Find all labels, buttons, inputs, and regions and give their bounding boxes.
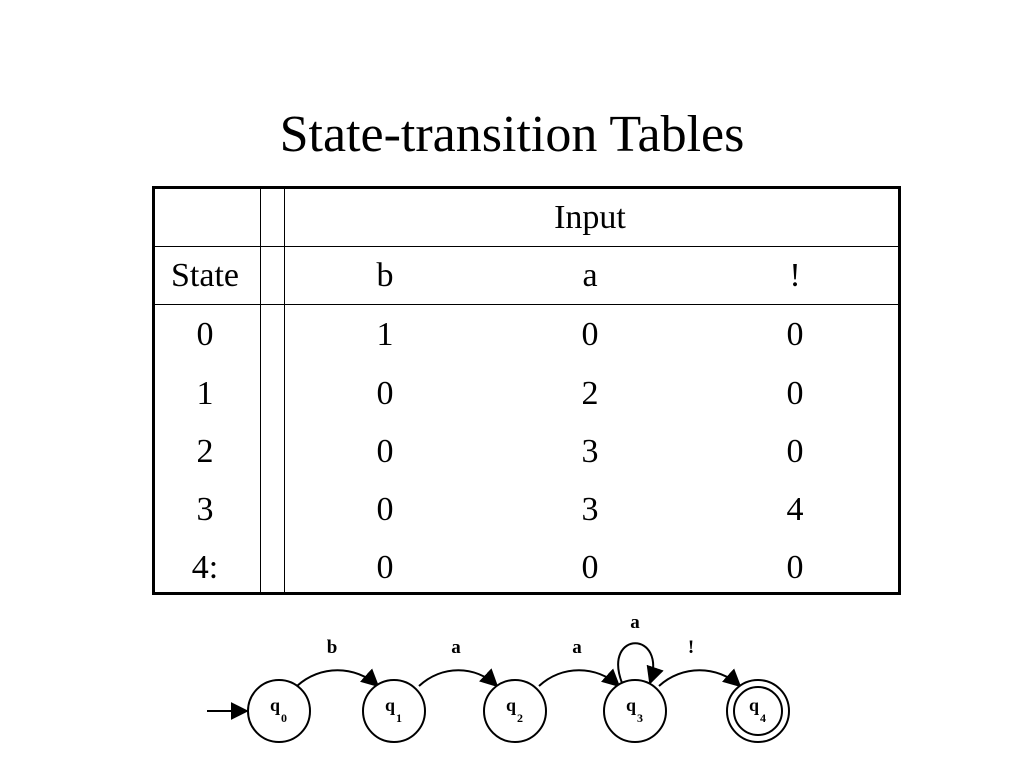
node-q0-letter: q (270, 695, 280, 715)
edge-label-b: b (327, 637, 338, 658)
node-q2-sub: 2 (517, 711, 523, 725)
row-0-a: 0 (581, 316, 599, 353)
row-1-state: 1 (196, 375, 214, 412)
edge-q1-q2 (418, 668, 499, 688)
node-q2: q 2 (483, 679, 547, 743)
row-1-a: 2 (581, 375, 599, 412)
column-divider-right (284, 189, 285, 592)
state-diagram: b a a a ! q 0 q 1 q 2 q 3 q 4 (207, 612, 790, 743)
edge-q2-q3 (538, 668, 621, 688)
input-b-header: b (376, 257, 394, 294)
row-2-a: 3 (581, 433, 599, 470)
row-3-bang: 4 (786, 491, 804, 528)
header-divider-2 (155, 304, 898, 305)
edge-q3-self-loop (617, 642, 664, 685)
row-4-bang: 0 (786, 549, 804, 586)
header-divider-1 (155, 246, 898, 247)
row-2-state: 2 (196, 433, 214, 470)
input-a-header: a (582, 257, 598, 294)
row-0-bang: 0 (786, 316, 804, 353)
edge-q3-q4 (658, 668, 742, 688)
row-3-a: 3 (581, 491, 599, 528)
node-q0: q 0 (247, 679, 311, 743)
input-bang-header: ! (789, 257, 801, 294)
row-1-b: 0 (376, 375, 394, 412)
row-0-b: 1 (376, 316, 394, 353)
state-header: State (171, 257, 239, 294)
row-3-b: 0 (376, 491, 394, 528)
node-q4-sub: 4 (760, 711, 766, 725)
state-transition-table: Input State b a ! 0 1 0 0 1 0 2 0 2 0 3 … (152, 186, 901, 595)
node-q0-sub: 0 (281, 711, 287, 725)
row-2-bang: 0 (786, 433, 804, 470)
row-4-a: 0 (581, 549, 599, 586)
row-2-b: 0 (376, 433, 394, 470)
node-q2-letter: q (506, 695, 516, 715)
node-q4-accepting: q 4 (726, 679, 790, 743)
node-q1-letter: q (385, 695, 395, 715)
node-q3-letter: q (626, 695, 636, 715)
column-divider-left (260, 189, 261, 592)
edge-label-a-1: a (451, 637, 461, 658)
edge-q0-q1 (296, 668, 380, 688)
slide-title: State-transition Tables (279, 106, 745, 163)
edge-label-bang: ! (688, 637, 694, 658)
input-header: Input (554, 199, 626, 236)
node-q3: q 3 (603, 679, 667, 743)
edge-label-a-loop: a (630, 612, 640, 633)
row-4-state: 4: (191, 549, 219, 586)
row-4-b: 0 (376, 549, 394, 586)
edge-label-a-2: a (572, 637, 582, 658)
node-q1: q 1 (362, 679, 426, 743)
node-q4-letter: q (749, 695, 759, 715)
row-0-state: 0 (196, 316, 214, 353)
node-q3-sub: 3 (637, 711, 643, 725)
node-q1-sub: 1 (396, 711, 402, 725)
row-1-bang: 0 (786, 375, 804, 412)
row-3-state: 3 (196, 491, 214, 528)
